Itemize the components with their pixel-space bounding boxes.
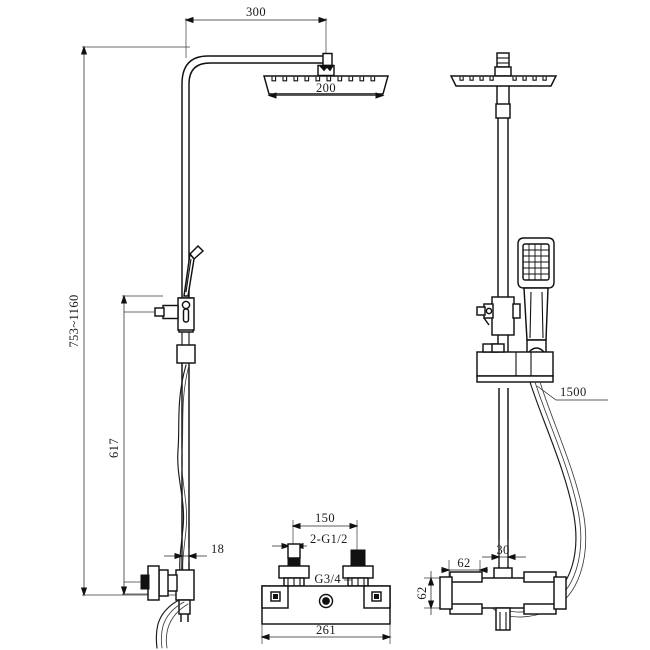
dim-label-bracket-depth-side: 62 bbox=[415, 586, 429, 599]
dim-label-bracket-depth-top: 62 bbox=[457, 556, 470, 570]
shower-head-nozzle-teeth bbox=[271, 76, 376, 82]
head-mount-collar bbox=[317, 64, 335, 77]
sliding-bracket-front bbox=[124, 297, 195, 331]
dim-label-riser-diameter: 18 bbox=[211, 542, 224, 556]
dimension-riser-offset: 30 bbox=[482, 540, 526, 566]
bar-valve-body bbox=[261, 585, 391, 625]
dimension-head-width: 200 bbox=[267, 81, 385, 99]
rain-shower-head-side bbox=[449, 75, 558, 87]
rain-shower-head bbox=[263, 75, 389, 95]
valve-detail-view: 150 2-G1/2 bbox=[260, 511, 392, 644]
dim-label-inlet-centres: 150 bbox=[315, 511, 335, 525]
dim-label-riser-offset: 30 bbox=[496, 543, 509, 557]
dimension-bracket-depth-top: 62 bbox=[441, 556, 488, 578]
dim-label-hose-length: 1500 bbox=[560, 385, 587, 399]
dim-label-inlet-thread: 2-G1/2 bbox=[310, 532, 348, 546]
side-elevation-view: 1500 30 62 bbox=[415, 52, 608, 631]
front-elevation-view: 300 753~1160 617 bbox=[67, 5, 389, 649]
valve-connection-front bbox=[124, 565, 195, 649]
handset-front-edge bbox=[183, 244, 205, 297]
shower-hose-front bbox=[177, 364, 190, 573]
dim-label-riser-height: 753~1160 bbox=[67, 294, 81, 347]
dim-label-arm-projection: 300 bbox=[246, 5, 266, 19]
dim-label-outlet-thread: G3/4 bbox=[314, 572, 341, 586]
handset-side bbox=[517, 237, 555, 369]
lower-bracket-bar-side bbox=[476, 343, 554, 383]
callout-outlet-thread: G3/4 bbox=[314, 572, 352, 586]
bar-valve-side bbox=[439, 567, 567, 631]
dimension-arm-projection: 300 bbox=[184, 5, 328, 58]
handset-spray-grid bbox=[523, 244, 549, 280]
dimension-riser-diameter: 18 bbox=[164, 542, 224, 562]
dim-label-head-width: 200 bbox=[316, 81, 336, 95]
sliding-bracket-side bbox=[476, 296, 521, 336]
dim-label-valve-width: 261 bbox=[316, 623, 336, 637]
riser-rail-side bbox=[495, 86, 511, 568]
temperature-handle-stack bbox=[278, 543, 310, 587]
dimension-bracket-depth-side: 62 bbox=[415, 571, 450, 615]
shower-head-side-teeth bbox=[459, 76, 547, 81]
dimension-valve-width: 261 bbox=[260, 623, 392, 644]
side-arm-stub bbox=[494, 52, 512, 77]
dimension-rail-travel: 617 bbox=[107, 294, 163, 596]
dimension-inlet-centres: 150 bbox=[291, 511, 359, 556]
dim-label-rail-travel: 617 bbox=[107, 438, 121, 458]
dimension-riser-height: 753~1160 bbox=[67, 45, 190, 597]
dimension-hose-length: 1500 bbox=[536, 385, 608, 401]
